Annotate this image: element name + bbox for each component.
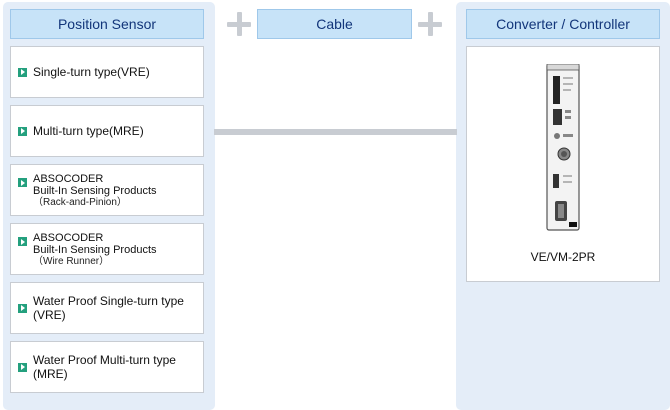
sensor-item-waterproof-single-turn[interactable]: Water Proof Single-turn type (VRE): [10, 282, 204, 334]
sensor-item-text: ABSOCODER Built-In Sensing Products （Wir…: [33, 232, 157, 267]
sensor-item-absocoder-rack-pinion[interactable]: ABSOCODER Built-In Sensing Products （Rac…: [10, 164, 204, 216]
sensor-item-line1: Water Proof Single-turn type: [33, 294, 184, 308]
sensor-item-label: Multi-turn type(MRE): [33, 124, 144, 138]
sensor-item-line3: （Wire Runner）: [33, 255, 110, 267]
sensor-item-label: Single-turn type(VRE): [33, 65, 150, 79]
sensor-item-line2: (VRE): [33, 308, 66, 322]
sensor-item-line3: （Rack-and-Pinion）: [33, 196, 127, 208]
arrow-right-icon: [18, 67, 27, 77]
sensor-item-line2: Built-In Sensing Products: [33, 243, 157, 256]
arrow-right-icon: [18, 178, 27, 187]
sensor-item-text: ABSOCODER Built-In Sensing Products （Rac…: [33, 173, 157, 208]
position-sensor-header: Position Sensor: [10, 9, 204, 39]
arrow-right-icon: [18, 303, 27, 313]
converter-device-image: [546, 64, 580, 231]
arrow-right-icon: [18, 237, 27, 246]
sensor-item-waterproof-multi-turn[interactable]: Water Proof Multi-turn type (MRE): [10, 341, 204, 393]
cable-header: Cable: [257, 9, 412, 39]
sensor-item-text: Water Proof Multi-turn type (MRE): [33, 353, 176, 381]
converter-controller-header: Converter / Controller: [466, 9, 660, 39]
cable-connector-line: [214, 129, 457, 135]
sensor-item-line1: ABSOCODER: [33, 231, 104, 244]
sensor-item-absocoder-wire-runner[interactable]: ABSOCODER Built-In Sensing Products （Wir…: [10, 223, 204, 275]
sensor-item-multi-turn-mre[interactable]: Multi-turn type(MRE): [10, 105, 204, 157]
plus-icon: [227, 12, 251, 36]
sensor-item-line2: (MRE): [33, 367, 68, 381]
arrow-right-icon: [18, 362, 27, 372]
sensor-item-text: Water Proof Single-turn type (VRE): [33, 294, 184, 322]
sensor-item-single-turn-vre[interactable]: Single-turn type(VRE): [10, 46, 204, 98]
converter-device-card[interactable]: VE/VM-2PR: [466, 46, 660, 282]
plus-icon: [418, 12, 442, 36]
arrow-right-icon: [18, 126, 27, 136]
sensor-item-line2: Built-In Sensing Products: [33, 184, 157, 197]
sensor-item-line1: Water Proof Multi-turn type: [33, 353, 176, 367]
sensor-item-line1: ABSOCODER: [33, 172, 104, 185]
converter-model-name: VE/VM-2PR: [530, 250, 596, 264]
